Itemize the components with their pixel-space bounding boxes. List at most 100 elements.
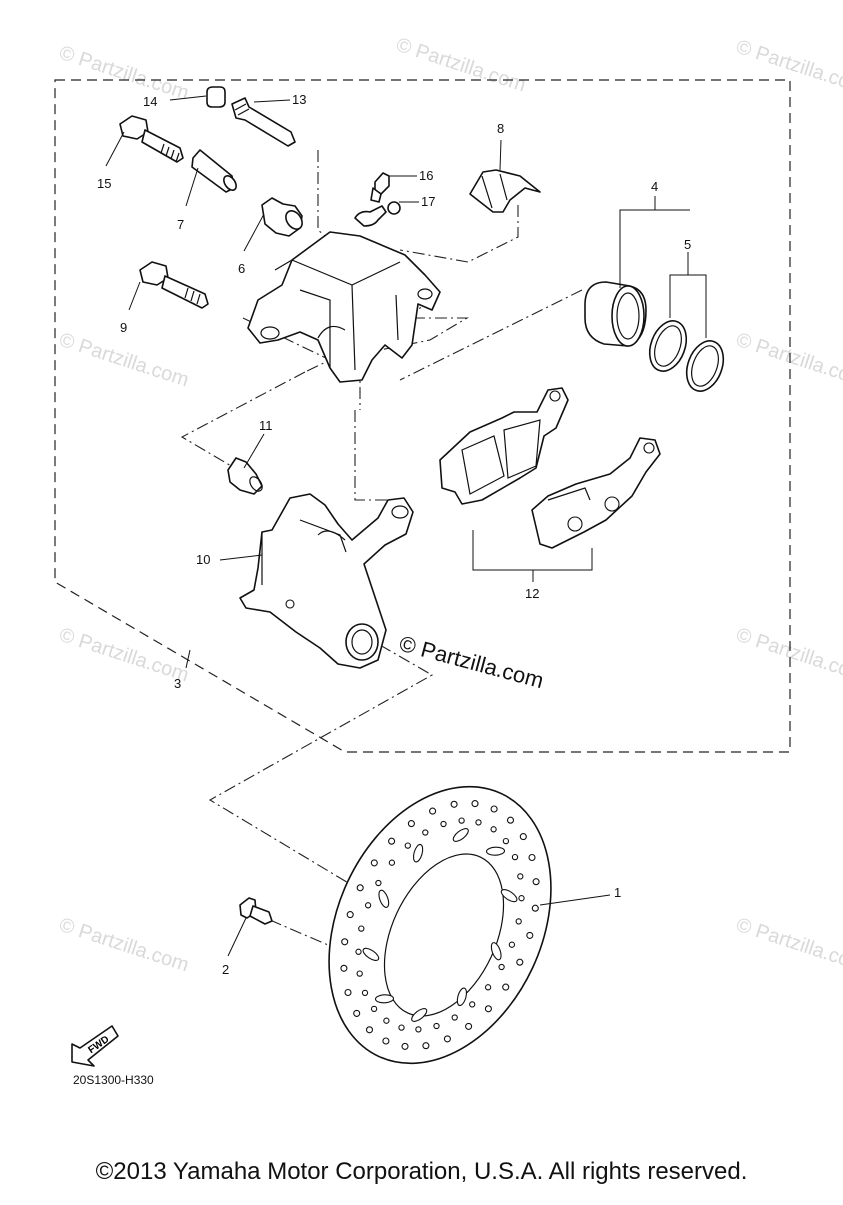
disc-hole (404, 842, 411, 849)
part-5-seals[interactable] (643, 316, 730, 396)
disc-hole (422, 829, 429, 836)
disc-hole (429, 807, 437, 815)
disc-hole (398, 1024, 405, 1031)
disc-hole (356, 884, 364, 892)
disc-hole (502, 837, 510, 845)
disc-hole (361, 989, 369, 997)
copyright-notice: ©2013 Yamaha Motor Corporation, U.S.A. A… (95, 1158, 748, 1185)
disc-hole (528, 853, 536, 862)
disc-hole (415, 1026, 422, 1033)
callout-labels: 1 2 3 4 5 6 7 8 9 10 11 12 13 14 15 16 1… (97, 92, 691, 977)
disc-hole (364, 902, 372, 909)
disc-hole (370, 1005, 378, 1013)
part-12-brake-pads[interactable] (439, 387, 661, 549)
watermark: © Partzilla.com (393, 34, 528, 97)
disc-hole (382, 1037, 390, 1045)
disc-hole (344, 988, 352, 997)
disc-hole (341, 938, 349, 946)
disc-slot (374, 994, 395, 1004)
disc-hole (469, 1001, 476, 1008)
disc-slot (456, 987, 468, 1007)
watermark: © Partzilla.com (733, 914, 843, 977)
callout-6[interactable]: 6 (238, 261, 245, 276)
disc-hole (450, 800, 458, 808)
disc-hole (388, 859, 396, 866)
caliper-body-upper[interactable] (247, 231, 441, 383)
diagram-code: 20S1300-H330 (73, 1073, 154, 1087)
callout-3[interactable]: 3 (174, 676, 181, 691)
callout-14[interactable]: 14 (143, 94, 157, 109)
disc-hole (502, 983, 510, 991)
part-2-disc-bolt[interactable] (239, 897, 273, 925)
watermark: © Partzilla.com (733, 329, 843, 392)
part-14-bleeder-cap[interactable] (206, 86, 226, 108)
disc-slot (412, 843, 424, 863)
callout-12[interactable]: 12 (525, 586, 539, 601)
part-13-pad-pin[interactable] (231, 97, 296, 147)
watermark: © Partzilla.com (56, 624, 191, 687)
disc-slot (378, 889, 390, 908)
disc-hole (490, 826, 497, 833)
callout-15[interactable]: 15 (97, 176, 111, 191)
disc-hole (519, 833, 527, 841)
disc-hole (458, 817, 465, 824)
disc-hole (484, 1005, 492, 1013)
disc-hole (383, 1017, 390, 1024)
callout-17[interactable]: 17 (421, 194, 435, 209)
part-6-boot[interactable] (261, 197, 305, 237)
disc-slot (362, 947, 380, 961)
disc-slot (411, 1008, 428, 1022)
disc-slot (485, 846, 506, 856)
disc-hole (355, 948, 362, 955)
disc-hole (443, 1035, 451, 1043)
part-8-pad-spring[interactable] (469, 169, 541, 213)
disc-hole (506, 816, 515, 824)
disc-hole (484, 984, 492, 991)
callout-4[interactable]: 4 (651, 179, 658, 194)
caliper-assembly-boundary (54, 79, 791, 753)
watermark: © Partzilla.com (733, 624, 843, 687)
part-4-piston[interactable] (584, 281, 647, 347)
disc-hole (498, 963, 505, 971)
leader-lines (105, 95, 707, 957)
callout-8[interactable]: 8 (497, 121, 504, 136)
disc-slot (500, 889, 518, 903)
part-16-bleeder-screw[interactable] (370, 172, 390, 203)
disc-hole (407, 820, 415, 828)
disc-hole (518, 895, 525, 902)
disc-hole (353, 1009, 361, 1017)
part-10-caliper-bracket[interactable] (239, 493, 414, 669)
disc-hole (401, 1042, 409, 1050)
disc-hole (346, 911, 354, 919)
disc-hole (370, 859, 378, 867)
callout-16[interactable]: 16 (419, 168, 433, 183)
disc-hole (365, 1026, 374, 1034)
watermark: © Partzilla.com (56, 42, 191, 105)
disc-hole (356, 970, 363, 977)
callout-13[interactable]: 13 (292, 92, 306, 107)
callout-11[interactable]: 11 (259, 418, 273, 433)
watermark: © Partzilla.com (733, 36, 843, 99)
disc-hole (490, 805, 498, 813)
callout-7[interactable]: 7 (177, 217, 184, 232)
watermark: © Partzilla.com (56, 914, 191, 977)
callout-2[interactable]: 2 (222, 962, 229, 977)
callout-5[interactable]: 5 (684, 237, 691, 252)
part-15-bolt[interactable] (119, 115, 184, 163)
disc-hole (433, 1022, 440, 1030)
callout-10[interactable]: 10 (196, 552, 210, 567)
part-1-brake-disc[interactable] (286, 750, 593, 1099)
part-11-boot[interactable] (227, 457, 265, 495)
disc-hole (526, 931, 534, 939)
part-9-bolt[interactable] (139, 261, 209, 309)
callout-9[interactable]: 9 (120, 320, 127, 335)
disc-hole (532, 878, 540, 886)
disc-hole (516, 958, 524, 966)
part-7-sleeve[interactable] (191, 149, 239, 193)
part-17-bolt[interactable] (354, 201, 401, 227)
center-watermark: © Partzilla.com (397, 631, 547, 694)
watermark: © Partzilla.com (56, 329, 191, 392)
callout-1[interactable]: 1 (614, 885, 621, 900)
disc-hole (422, 1042, 430, 1050)
